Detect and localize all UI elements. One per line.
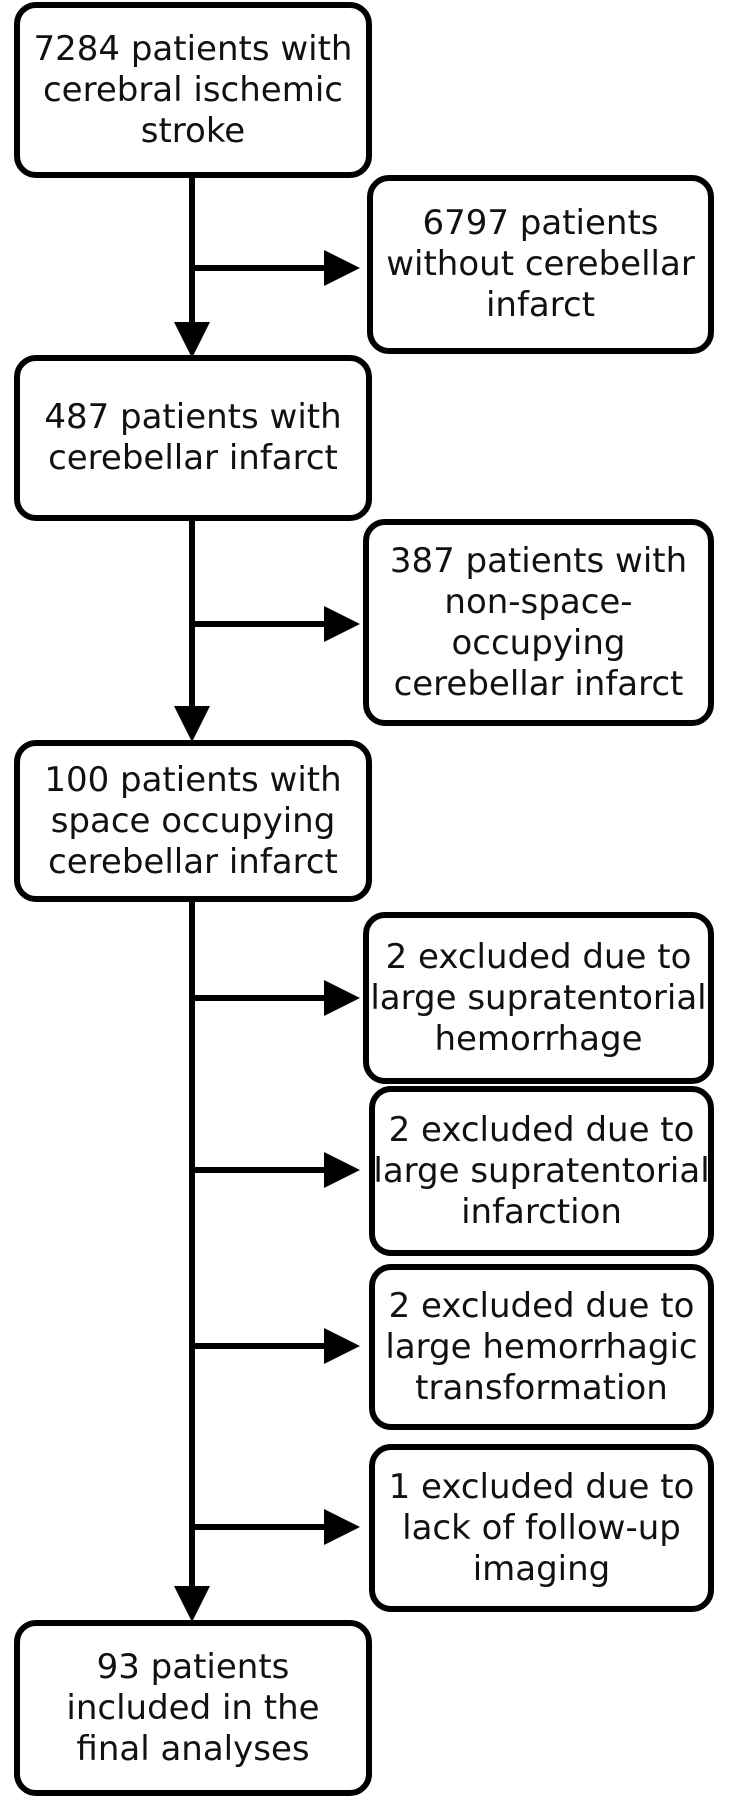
step-4-line-3: final analyses [76,1728,310,1769]
exclusion-box-3: 2 excluded due to large supratentorial h… [363,912,714,1084]
exclusion-3-line-2: large supratentorial [370,977,707,1018]
exclusion-3-line-1: 2 excluded due to [385,936,692,977]
step-box-4: 93 patients included in the final analys… [14,1620,372,1796]
step-1-line-3: stroke [140,110,246,151]
step-box-2: 487 patients with cerebellar infarct [14,355,372,521]
exclusion-box-1: 6797 patients without cerebellar infarct [367,175,714,354]
step-box-1: 7284 patients with cerebral ischemic str… [14,2,372,178]
exclusion-3-line-3: hemorrhage [434,1018,643,1059]
exclusion-4-line-1: 2 excluded due to [388,1109,695,1150]
exclusion-4-line-3: infarction [461,1191,622,1232]
exclusion-6-line-3: imaging [472,1548,611,1589]
step-3-line-3: cerebellar infarct [48,841,338,882]
exclusion-box-4: 2 excluded due to large supratentorial i… [369,1086,714,1256]
exclusion-4-line-2: large supratentorial [373,1150,710,1191]
exclusion-6-line-1: 1 excluded due to [388,1466,695,1507]
step-1-line-1: 7284 patients with [33,28,353,69]
exclusion-5-line-1: 2 excluded due to [388,1285,695,1326]
step-3-line-2: space occupying [50,800,336,841]
step-1-line-2: cerebral ischemic [42,69,343,110]
exclusion-5-line-2: large hemorrhagic [385,1326,698,1367]
exclusion-1-line-2: without cerebellar [386,244,695,284]
exclusion-5-line-3: transformation [415,1367,668,1408]
step-4-line-2: included in the [66,1687,320,1728]
exclusion-1-line-1: 6797 patients [422,203,659,243]
step-3-line-1: 100 patients with [44,759,342,800]
step-box-3: 100 patients with space occupying cerebe… [14,740,372,902]
step-2-line-2: cerebellar infarct [48,438,338,478]
exclusion-box-2: 387 patients with non-space- occupying c… [363,519,714,726]
exclusion-box-5: 2 excluded due to large hemorrhagic tran… [369,1264,714,1430]
step-4-line-1: 93 patients [96,1646,290,1687]
exclusion-box-6: 1 excluded due to lack of follow-up imag… [369,1444,714,1612]
exclusion-2-line-4: cerebellar infarct [393,663,684,704]
exclusion-2-line-2: non-space- [444,581,633,622]
step-2-line-1: 487 patients with [44,397,342,437]
exclusion-2-line-3: occupying [451,622,626,663]
exclusion-2-line-1: 387 patients with [389,540,688,581]
exclusion-6-line-2: lack of follow-up [402,1507,681,1548]
exclusion-1-line-3: infarct [485,285,596,325]
